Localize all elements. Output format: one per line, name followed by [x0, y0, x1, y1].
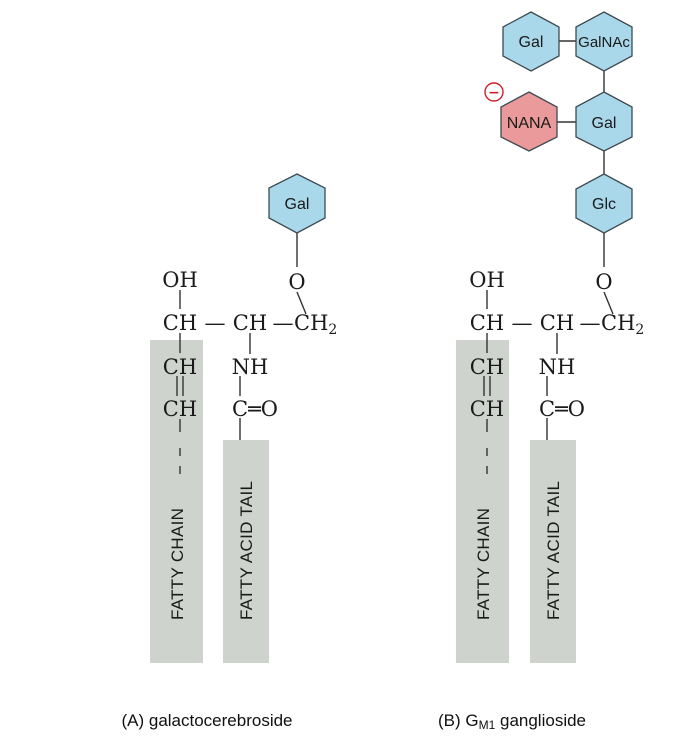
oxygen-atom: O: [595, 270, 612, 294]
caption-b-subscript: M1: [479, 718, 496, 732]
oxygen-atom: O: [288, 270, 305, 294]
gal-mid-sugar: Gal: [575, 91, 633, 152]
bond-dash-1: —: [205, 311, 226, 335]
bond-dash-2: —: [580, 311, 601, 335]
ch2-main: CH: [601, 311, 635, 335]
ch-atom-4: CH: [163, 397, 197, 421]
fatty-chain-label: FATTY CHAIN: [474, 508, 493, 620]
fatty-acid-tail-band: [223, 440, 269, 663]
gal-mid-label: Gal: [592, 115, 617, 132]
oh-group: OH: [469, 268, 505, 292]
gal-label: Gal: [285, 196, 310, 213]
ch-atom-3: CH: [163, 355, 197, 379]
panel-b: Gal GalNAc NANA − Gal Glc: [438, 11, 644, 732]
fatty-chain-label: FATTY CHAIN: [168, 508, 187, 620]
ch-atom-1: CH: [470, 311, 504, 335]
gal-top-sugar: Gal: [502, 11, 560, 72]
ch-atom-4: CH: [470, 397, 504, 421]
fatty-acid-tail-band: [530, 440, 576, 663]
nana-sugar: NANA: [500, 91, 558, 152]
galnac-sugar: GalNAc: [575, 11, 633, 72]
bond-o-ch2: [296, 291, 307, 315]
carbonyl-group: C═O: [232, 397, 278, 421]
caption-b-prefix: (B) G: [438, 711, 479, 730]
caption-b: (B) GM1 ganglioside: [438, 711, 586, 732]
carbonyl-group: C═O: [539, 397, 585, 421]
gal-sugar: Gal: [268, 173, 326, 234]
ch2-subscript: 2: [328, 322, 337, 338]
nh-group: NH: [232, 355, 269, 379]
fatty-acid-tail-label: FATTY ACID TAIL: [544, 481, 563, 620]
negative-charge-icon: [484, 82, 504, 102]
nana-label: NANA: [507, 115, 552, 132]
fatty-acid-tail-label: FATTY ACID TAIL: [237, 481, 256, 620]
ch-atom-1: CH: [163, 311, 197, 335]
caption-b-suffix: ganglioside: [495, 711, 586, 730]
fatty-chain-band: [456, 340, 509, 663]
gal-top-label: Gal: [519, 34, 544, 51]
nh-group: NH: [539, 355, 576, 379]
ch2-subscript: 2: [635, 322, 644, 338]
ch2-group: CH2: [294, 311, 337, 338]
bond-dash-2: —: [273, 311, 294, 335]
ch2-main: CH: [294, 311, 328, 335]
glc-label: Glc: [592, 196, 616, 213]
ch2-group: CH2: [601, 311, 644, 338]
caption-a: (A) galactocerebroside: [121, 711, 292, 730]
charge-sign: −: [488, 85, 500, 101]
bond-dash-1: —: [512, 311, 533, 335]
ch-atom-2: CH: [233, 311, 267, 335]
charge-indicator: −: [484, 82, 504, 102]
glc-sugar: Glc: [575, 173, 633, 234]
panel-a: Gal OH O CH — CH — CH2 CH NH CH C═O FATT…: [121, 173, 337, 730]
bond-o-ch2: [603, 291, 614, 315]
oh-group: OH: [162, 268, 198, 292]
ch-atom-2: CH: [540, 311, 574, 335]
galnac-label: GalNAc: [578, 34, 630, 51]
ch-atom-3: CH: [470, 355, 504, 379]
